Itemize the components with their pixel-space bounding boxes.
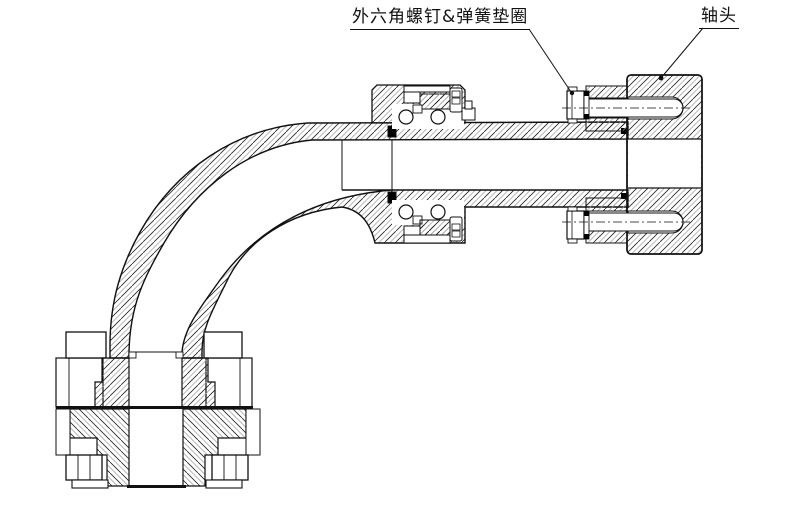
flange-split-line (56, 406, 253, 409)
swivel-housing-top (371, 84, 476, 129)
leader-shaft-head-dot (658, 75, 664, 81)
face-seal-bottom (621, 193, 627, 199)
screw-head-bottom (566, 210, 585, 240)
elbow-outer-wall (109, 121, 629, 359)
gland-collar-top-lower (585, 117, 628, 132)
nut-left (65, 454, 103, 481)
bolt-head-right (203, 331, 243, 359)
leader-screw (528, 28, 572, 93)
flange-connection (55, 331, 261, 489)
race-block-top (412, 104, 423, 114)
gland-collar-bottom-lower (585, 230, 628, 244)
bearing-ball (398, 204, 414, 220)
gland-collar-top-upper (585, 85, 628, 99)
washer-left (71, 479, 109, 489)
bearing-ball (430, 204, 446, 220)
bolt-strip-right (245, 408, 261, 456)
plug-detail-bottom-1 (451, 223, 461, 231)
nut-right (211, 454, 249, 481)
washer-right (205, 479, 243, 489)
pipe-end-face (127, 485, 186, 488)
label-hex-screw-spring-washer: 外六角螺钉&弹簧垫圈 (350, 8, 531, 30)
screw-head-top (566, 90, 585, 120)
elbow-pipe (109, 121, 629, 359)
swivel-housing-bottom (392, 200, 464, 244)
gland-collar-bottom-upper (585, 197, 628, 212)
lower-flange-left (69, 408, 130, 487)
spring-washer-mark (584, 91, 589, 96)
hex-screw-top (562, 85, 692, 132)
spring-washer-mark (584, 211, 589, 216)
seal-gland-hatched-bottom (419, 219, 451, 238)
seal-ring-white-top (403, 91, 421, 104)
plug-detail-bottom-2 (451, 230, 461, 238)
plug-detail-top-2 (451, 97, 461, 105)
label-shaft-head: 轴头 (699, 7, 739, 29)
screw-head-nub-upper (567, 206, 578, 212)
grease-fitting-base (461, 107, 476, 121)
hex-screw-bottom (562, 197, 692, 244)
leader-shaft-head (660, 27, 704, 79)
bearing-ball (430, 109, 446, 125)
bore-notch-left (128, 351, 137, 359)
bolt-strip-left (55, 408, 71, 456)
plug-detail-top-1 (451, 90, 461, 98)
spring-washer-mark (584, 114, 589, 119)
screw-head-nub-lower (567, 238, 578, 244)
spring-washer-mark (584, 234, 589, 239)
screw-head-nub-lower (567, 118, 578, 124)
leader-screw-dot (569, 90, 575, 96)
leader-lines (528, 27, 704, 96)
seal-gland-hatched-top (419, 91, 451, 110)
bore-notch-right (175, 351, 184, 359)
shaft-head-bore (628, 139, 701, 188)
shaft-head-outline (626, 74, 703, 255)
cover-plate-bottom (403, 234, 451, 244)
bolt-head-left (65, 331, 107, 359)
pipe-seams (341, 125, 397, 204)
grease-fitting-cap (464, 100, 473, 110)
bearing-ball (398, 109, 414, 125)
